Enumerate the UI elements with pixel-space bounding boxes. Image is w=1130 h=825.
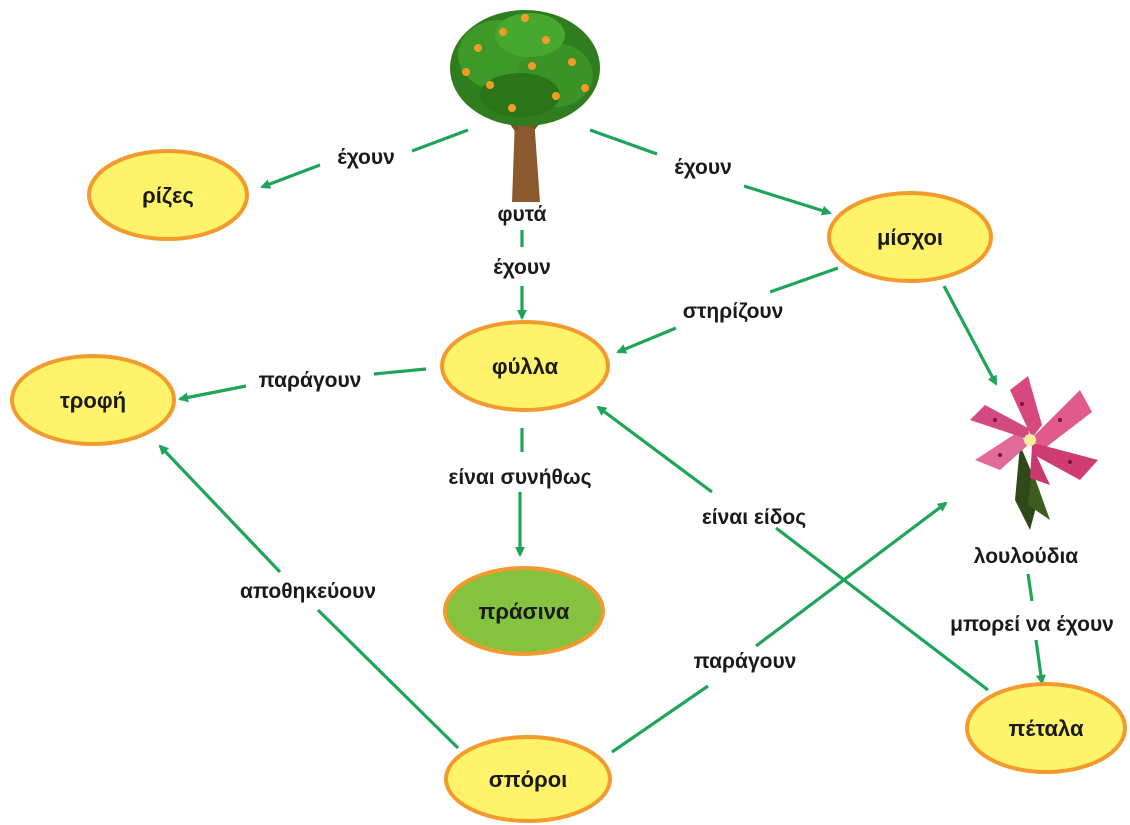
label-seeds-food: αποθηκεύουν — [240, 580, 376, 603]
node-food: τροφή — [10, 354, 176, 446]
label-leaves-green: είναι συνήθως — [448, 466, 591, 489]
edge-stems-flowers — [942, 285, 998, 386]
node-roots-label: ρίζες — [142, 183, 194, 208]
edge-plants-roots — [260, 128, 469, 189]
edge-stems-leaves — [616, 266, 839, 354]
node-food-label: τροφή — [60, 388, 126, 413]
node-plants: φυτά — [498, 203, 547, 226]
edge-plants-stems — [589, 128, 832, 216]
node-roots: ρίζες — [87, 149, 249, 241]
label-stems-leaves: στηρίζουν — [683, 300, 784, 323]
lily-flower-icon — [970, 376, 1098, 530]
label-petals-leaves: είναι είδος — [702, 506, 806, 529]
node-seeds-label: σπόροι — [489, 767, 568, 792]
node-flowers: λουλούδια — [974, 545, 1079, 568]
node-seeds: σπόροι — [444, 735, 612, 823]
edge-leaves-green — [515, 428, 525, 557]
node-stems-label: μίσχοι — [877, 225, 943, 250]
edge-petals-leaves — [596, 405, 989, 692]
node-petals-label: πέταλα — [1009, 716, 1084, 741]
node-stems: μίσχοι — [827, 191, 993, 283]
tree-icon — [450, 10, 600, 202]
node-green: πράσινα — [443, 566, 605, 656]
label-plants-roots: έχουν — [337, 146, 395, 169]
label-plants-leaves: έχουν — [493, 256, 551, 279]
node-petals: πέταλα — [965, 682, 1127, 774]
edge-seeds-flowers — [611, 501, 948, 754]
node-leaves-label: φύλλα — [492, 354, 559, 379]
node-leaves: φύλλα — [440, 320, 610, 412]
edge-seeds-food — [158, 444, 460, 750]
edge-leaves-food — [178, 367, 427, 403]
label-seeds-flowers: παράγουν — [694, 650, 797, 673]
edge-flowers-petals — [1026, 573, 1046, 685]
label-leaves-food: παράγουν — [259, 369, 362, 392]
node-green-label: πράσινα — [479, 599, 570, 624]
label-flowers-petals: μπορεί να έχουν — [950, 613, 1114, 636]
label-plants-stems: έχουν — [674, 156, 732, 179]
